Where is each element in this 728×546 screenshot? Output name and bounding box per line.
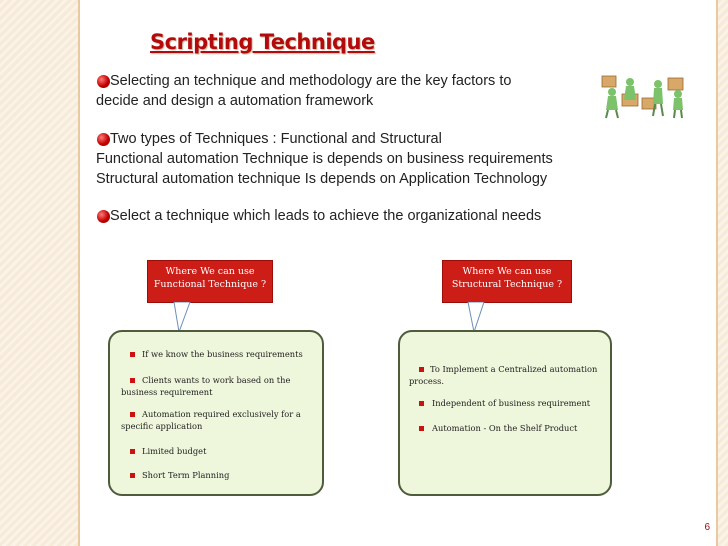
bullet-icon xyxy=(97,133,110,146)
structural-item-1-line-2: process. xyxy=(409,376,444,386)
functional-item-2-line-2: business requirement xyxy=(121,387,213,397)
functional-usage-card xyxy=(108,330,324,496)
functional-item-4: Limited budget xyxy=(142,446,207,456)
functional-item-1: If we know the business requirements xyxy=(142,349,303,359)
point-3-line-1: Select a technique which leads to achiev… xyxy=(110,208,542,224)
square-bullet-icon xyxy=(130,352,135,357)
point-2-line-1: Two types of Techniques : Functional and… xyxy=(110,131,442,147)
point-2-line-3: Structural automation technique Is depen… xyxy=(96,171,548,187)
structural-usage-card xyxy=(398,330,612,496)
bullet-icon xyxy=(97,210,110,223)
structural-question-callout: Where We can use Structural Technique ? xyxy=(442,260,572,303)
structural-question-line-2: Structural Technique ? xyxy=(451,279,563,290)
left-decorative-stripe xyxy=(0,0,78,546)
square-bullet-icon xyxy=(130,449,135,454)
functional-question-line-2: Functional Technique ? xyxy=(153,279,267,290)
page-number: 6 xyxy=(704,522,710,533)
structural-question-line-1: Where We can use xyxy=(462,266,552,277)
square-bullet-icon xyxy=(130,412,135,417)
left-border-line xyxy=(78,0,80,546)
right-border-line xyxy=(716,0,718,546)
square-bullet-icon xyxy=(419,367,424,372)
functional-question-line-1: Where We can use xyxy=(165,266,255,277)
square-bullet-icon xyxy=(130,473,135,478)
callout-pointer-icon xyxy=(467,302,485,334)
square-bullet-icon xyxy=(130,378,135,383)
functional-item-3-line-2: specific application xyxy=(121,421,203,431)
functional-item-5: Short Term Planning xyxy=(142,470,230,480)
callout-pointer-icon xyxy=(173,302,191,334)
square-bullet-icon xyxy=(419,426,424,431)
point-1-line-2: decide and design a automation framework xyxy=(96,93,374,109)
structural-item-1-line-1: To Implement a Centralized automation xyxy=(430,364,598,374)
point-2-line-2: Functional automation Technique is depen… xyxy=(96,151,553,167)
people-carrying-boxes-icon xyxy=(601,75,684,119)
functional-item-2-line-1: Clients wants to work based on the xyxy=(142,375,291,385)
square-bullet-icon xyxy=(419,401,424,406)
bullet-icon xyxy=(97,75,110,88)
structural-item-3: Automation - On the Shelf Product xyxy=(432,423,578,433)
structural-item-2: Independent of business requirement xyxy=(432,398,591,408)
point-1-line-1: Selecting an technique and methodology a… xyxy=(110,73,512,89)
functional-item-3-line-1: Automation required exclusively for a xyxy=(142,409,301,419)
functional-question-callout: Where We can use Functional Technique ? xyxy=(147,260,273,303)
slide-title: Scripting Technique xyxy=(150,30,375,54)
right-decorative-stripe xyxy=(718,0,728,546)
